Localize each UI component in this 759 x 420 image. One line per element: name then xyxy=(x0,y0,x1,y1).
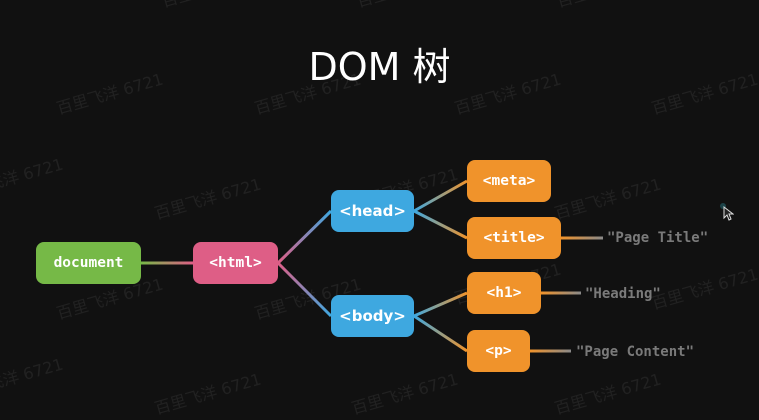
edge-html-body xyxy=(276,261,333,318)
node-body-label: <body> xyxy=(339,307,406,325)
node-document-label: document xyxy=(53,255,124,271)
node-h1-label: <h1> xyxy=(486,285,522,301)
edge-body-h1 xyxy=(413,291,468,318)
node-meta: <meta> xyxy=(467,160,551,202)
node-p: <p> xyxy=(467,330,530,372)
node-head: <head> xyxy=(331,190,414,232)
node-title-label: <title> xyxy=(483,230,545,246)
text-node-page-title: "Page Title" xyxy=(607,230,709,246)
node-h1: <h1> xyxy=(467,272,541,314)
node-html: <html> xyxy=(193,242,278,284)
page-title: DOM 树 xyxy=(308,45,451,89)
edge-html-head xyxy=(276,209,333,265)
node-document: document xyxy=(36,242,141,284)
node-p-label: <p> xyxy=(485,343,512,359)
node-html-label: <html> xyxy=(209,255,262,271)
text-node-page-content: "Page Content" xyxy=(576,344,695,360)
edge-head-title xyxy=(413,209,468,240)
node-body: <body> xyxy=(331,295,414,337)
mouse-pointer-icon xyxy=(720,203,734,221)
edge-head-meta xyxy=(413,179,468,213)
text-node-heading: "Heading" xyxy=(585,286,661,302)
node-head-label: <head> xyxy=(339,202,406,220)
node-meta-label: <meta> xyxy=(482,173,536,189)
edge-body-p xyxy=(413,314,468,353)
node-title: <title> xyxy=(467,217,561,259)
